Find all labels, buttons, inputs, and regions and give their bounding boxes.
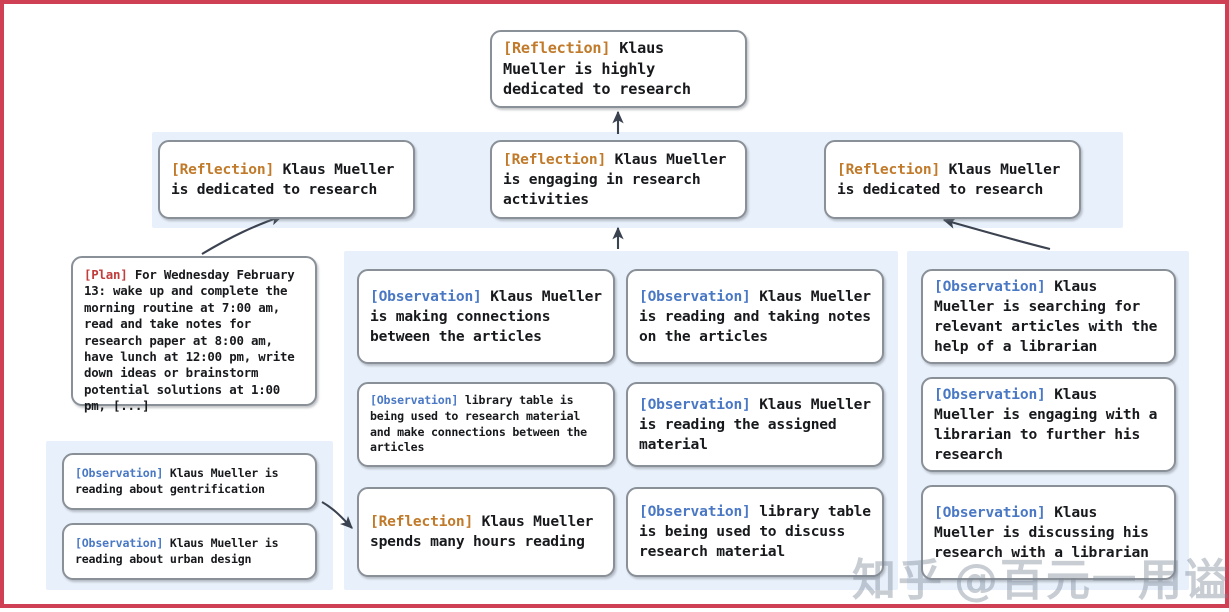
node-tag: [Reflection] (171, 160, 275, 178)
node-obs-library-table-connections[interactable]: [Observation] library table is being use… (357, 382, 615, 467)
node-tag: [Observation] (75, 535, 164, 550)
node-obs-discussing-librarian[interactable]: [Observation] Klaus Mueller is discussin… (921, 485, 1176, 580)
node-body: Klaus Mueller is reading and taking note… (639, 287, 871, 345)
node-obs-assigned-material[interactable]: [Observation] Klaus Mueller is reading t… (626, 382, 884, 467)
node-body: Klaus Mueller is reading about gentrific… (75, 465, 279, 496)
node-text: [Reflection] Klaus Mueller is dedicated … (160, 160, 413, 200)
node-refl-hours-reading[interactable]: [Reflection] Klaus Mueller spends many h… (357, 487, 615, 577)
node-text: [Observation] Klaus Mueller is reading a… (64, 466, 315, 497)
node-obs-library-table-discuss[interactable]: [Observation] library table is being use… (626, 487, 884, 577)
node-obs-gentrification[interactable]: [Observation] Klaus Mueller is reading a… (62, 453, 317, 510)
node-text: [Reflection] Klaus Mueller is dedicated … (826, 160, 1079, 200)
node-obs-reading-notes[interactable]: [Observation] Klaus Mueller is reading a… (626, 269, 884, 364)
node-tag: [Plan] (84, 267, 128, 282)
node-tag: [Observation] (639, 287, 751, 305)
node-body: Klaus Mueller is searching for relevant … (934, 277, 1158, 355)
node-mid-center-reflection[interactable]: [Reflection] Klaus Mueller is engaging i… (490, 140, 747, 219)
node-tag: [Reflection] (370, 513, 474, 530)
node-tag: [Observation] (934, 385, 1046, 403)
node-text: [Observation] library table is being use… (359, 393, 613, 455)
node-body: Klaus Mueller is highly dedicated to res… (503, 39, 691, 99)
node-text: [Reflection] Klaus Mueller is highly ded… (492, 38, 745, 100)
node-root-reflection[interactable]: [Reflection] Klaus Mueller is highly ded… (490, 30, 747, 108)
node-text: [Observation] Klaus Mueller is searching… (923, 277, 1174, 357)
node-tag: [Observation] (639, 395, 751, 413)
node-tag: [Reflection] (503, 150, 607, 168)
node-tag: [Observation] (370, 393, 459, 408)
node-tag: [Observation] (934, 503, 1046, 521)
node-body: Klaus Mueller is engaging with a librari… (934, 385, 1158, 463)
node-obs-engaging-librarian[interactable]: [Observation] Klaus Mueller is engaging … (921, 377, 1176, 472)
node-tag: [Observation] (75, 465, 164, 480)
node-body: Klaus Mueller is dedicated to research (837, 160, 1061, 198)
node-body: Klaus Mueller is reading about urban des… (75, 535, 279, 566)
node-text: [Observation] Klaus Mueller is discussin… (923, 503, 1174, 563)
node-text: [Reflection] Klaus Mueller spends many h… (359, 512, 613, 552)
node-body: library table is being used to discuss r… (639, 503, 871, 560)
node-tag: [Observation] (639, 503, 751, 520)
node-obs-searching-articles[interactable]: [Observation] Klaus Mueller is searching… (921, 269, 1176, 364)
node-text: [Observation] Klaus Mueller is engaging … (923, 385, 1174, 465)
node-mid-right-reflection[interactable]: [Reflection] Klaus Mueller is dedicated … (824, 140, 1081, 219)
node-text: [Observation] Klaus Mueller is reading a… (628, 287, 882, 347)
node-text: [Observation] Klaus Mueller is reading a… (64, 536, 315, 567)
node-plan[interactable]: [Plan] For Wednesday February 13: wake u… (71, 256, 317, 413)
node-body: For Wednesday February 13: wake up and c… (84, 267, 295, 414)
node-text: [Observation] Klaus Mueller is reading t… (628, 395, 882, 455)
node-body: library table is being used to research … (370, 393, 587, 455)
node-tag: [Observation] (370, 287, 482, 305)
node-body: Klaus Mueller spends many hours reading (370, 513, 594, 550)
node-body: Klaus Mueller is discussing his research… (934, 503, 1149, 561)
node-text: [Observation] library table is being use… (628, 502, 882, 562)
node-body: Klaus Mueller is dedicated to research (171, 160, 395, 198)
node-mid-left-reflection[interactable]: [Reflection] Klaus Mueller is dedicated … (158, 140, 415, 219)
node-obs-urban-design[interactable]: [Observation] Klaus Mueller is reading a… (62, 523, 317, 580)
node-tag: [Reflection] (503, 39, 611, 58)
node-body: Klaus Mueller is reading the assigned ma… (639, 395, 871, 453)
node-text: [Observation] Klaus Mueller is making co… (359, 287, 613, 347)
node-body: Klaus Mueller is engaging in research ac… (503, 150, 727, 208)
node-text: [Plan] For Wednesday February 13: wake u… (73, 258, 315, 415)
node-tag: [Observation] (934, 277, 1046, 295)
node-text: [Reflection] Klaus Mueller is engaging i… (492, 150, 745, 210)
node-tag: [Reflection] (837, 160, 941, 178)
node-body: Klaus Mueller is making connections betw… (370, 287, 602, 345)
node-obs-connections[interactable]: [Observation] Klaus Mueller is making co… (357, 269, 615, 364)
